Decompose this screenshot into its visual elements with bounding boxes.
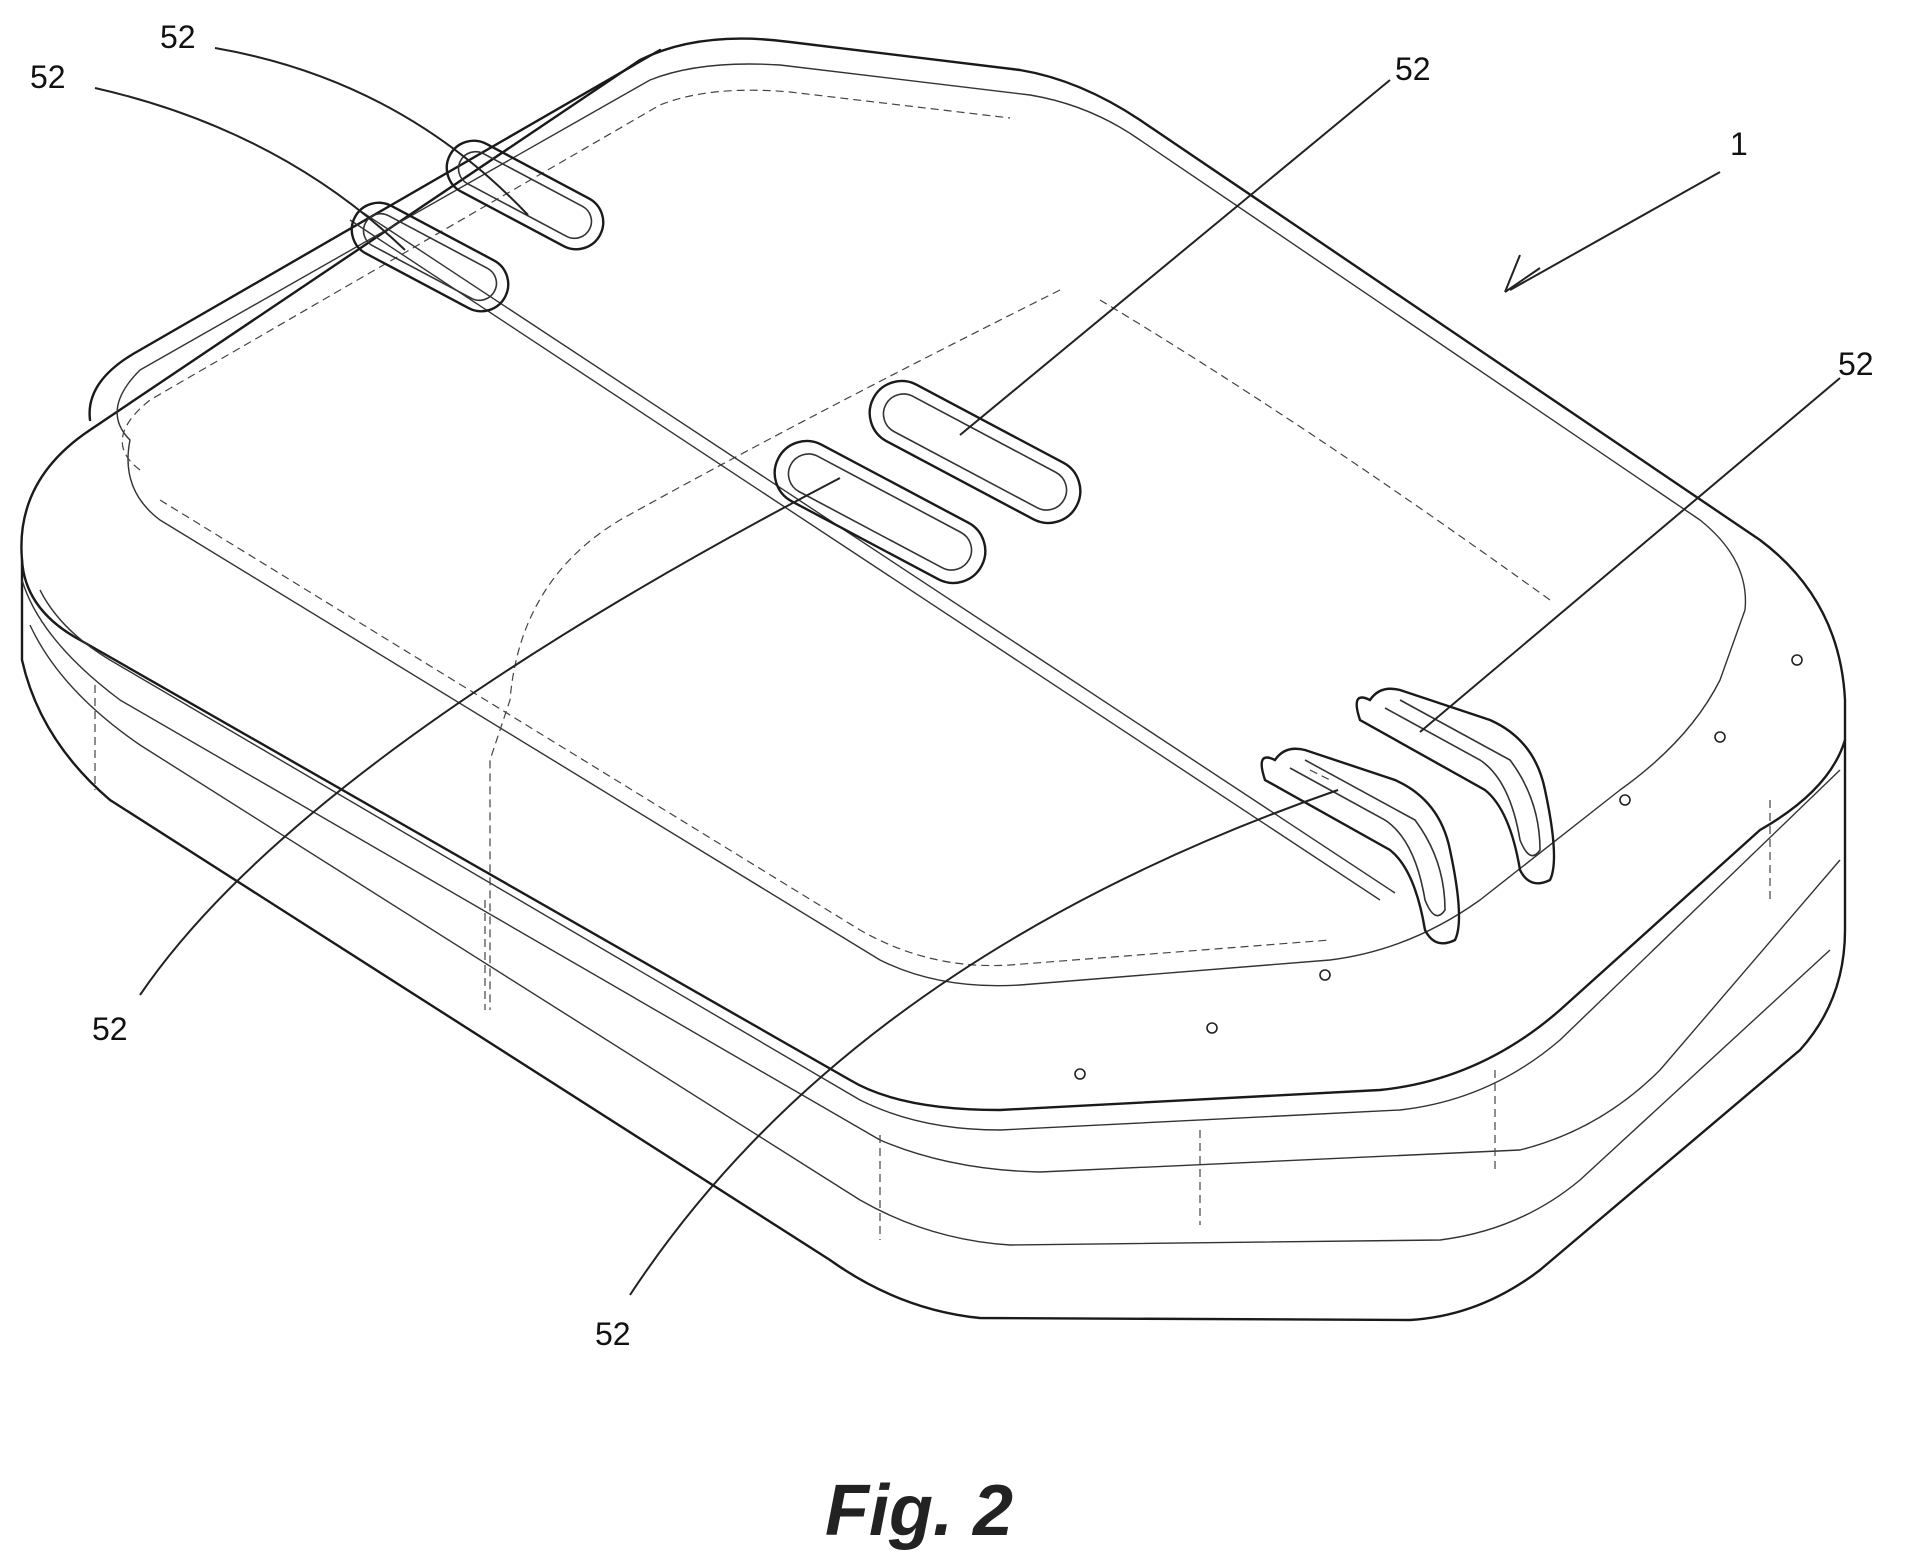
case-bottom-shell [20, 558, 1847, 1322]
handle-pair-center [773, 379, 1082, 585]
ref-label-1: 1 [1730, 126, 1748, 162]
fastener-dots [1074, 654, 1803, 1080]
ref-label-52-f: 52 [595, 1316, 631, 1352]
ref-label-52-a: 52 [160, 19, 196, 55]
handle-pair-right [1260, 687, 1556, 945]
figure-caption: Fig. 2 [825, 1471, 1013, 1551]
handle-pair-top-left [350, 139, 605, 313]
ref-label-52-e: 52 [92, 1011, 128, 1047]
ref-label-52-c: 52 [1395, 51, 1431, 87]
leader-lines [94, 47, 1841, 1296]
ref-label-52-d: 52 [1838, 346, 1874, 382]
ref-label-52-b: 52 [30, 59, 66, 95]
case-lid [20, 37, 1847, 1240]
